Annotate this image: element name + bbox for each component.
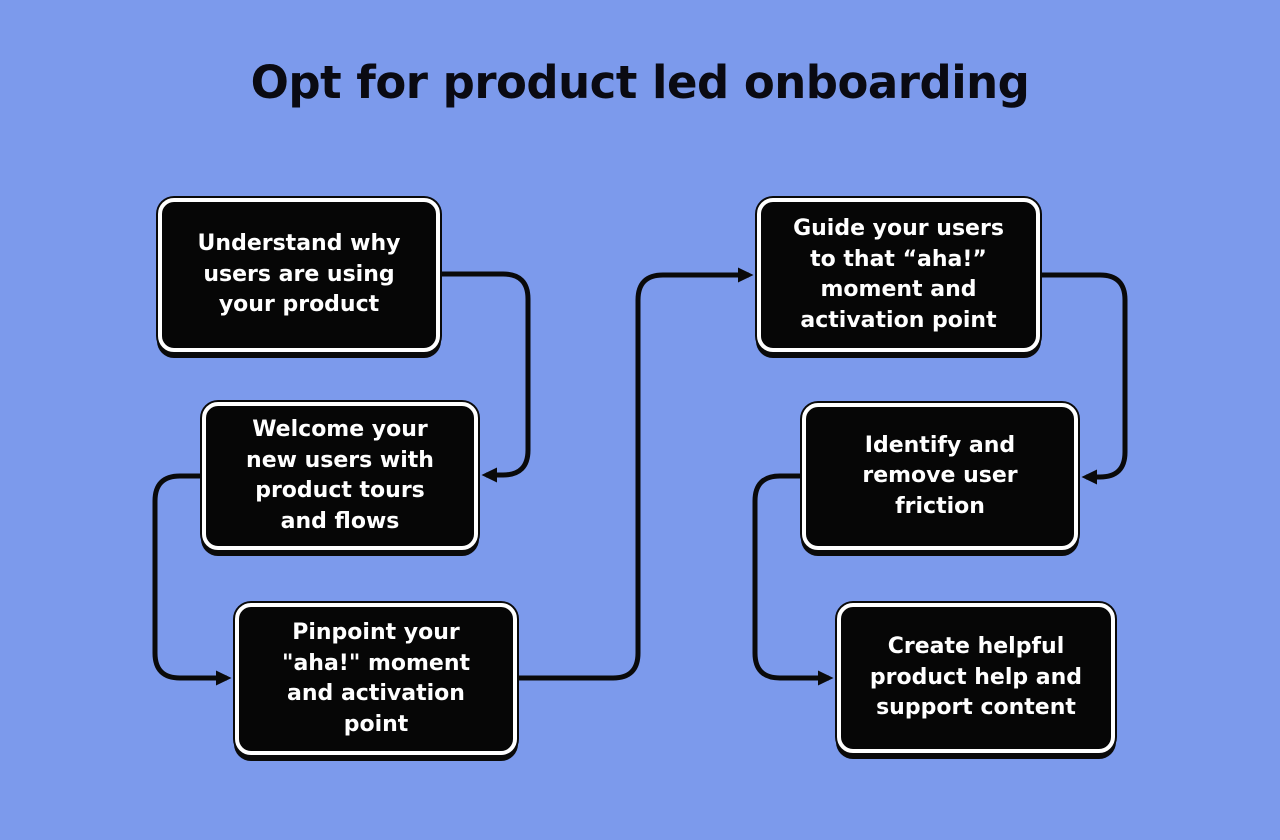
node-label: Pinpoint your "aha!" moment and activati… [281,620,471,737]
connector-guide-to-identify [1040,272,1128,485]
node-create-content: Create helpful product help and support … [837,603,1115,753]
node-pinpoint-aha: Pinpoint your "aha!" moment and activati… [235,603,517,755]
node-understand-why: Understand why users are using your prod… [158,198,440,352]
connector-pinpoint-to-guide [517,267,754,681]
node-label: Create helpful product help and support … [869,634,1083,721]
page-title: Opt for product led onboarding [250,56,1030,109]
connector-identify-to-create [752,473,834,686]
node-label: Identify and remove user friction [862,432,1018,519]
connector-welcome-to-pinpoint [152,473,232,686]
node-label: Welcome your new users with product tour… [246,417,434,534]
node-label: Guide your users to that “aha!” moment a… [793,216,1004,333]
connector-understand-to-welcome [440,271,531,483]
node-identify-friction: Identify and remove user friction [802,403,1078,550]
node-guide-users: Guide your users to that “aha!” moment a… [757,198,1040,352]
node-label: Understand why users are using your prod… [197,231,401,318]
node-welcome-users: Welcome your new users with product tour… [202,402,478,550]
